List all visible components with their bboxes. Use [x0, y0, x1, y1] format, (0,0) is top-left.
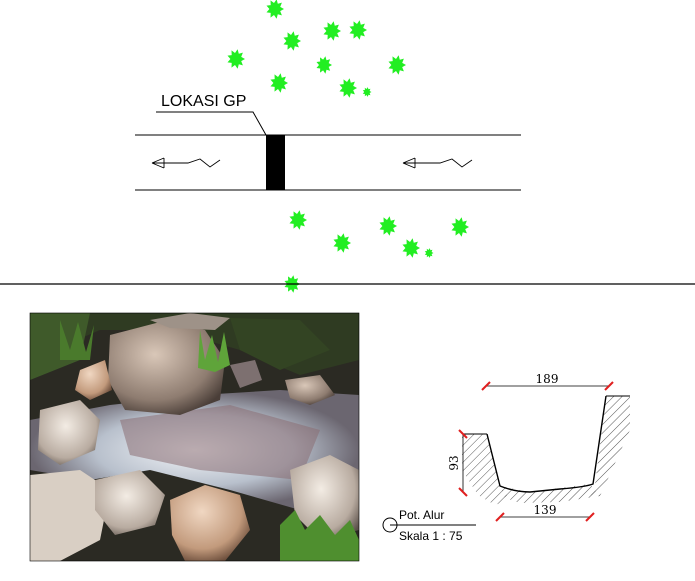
site-photo-frame [29, 312, 360, 562]
section-title-block: Pot. Alur Skala 1 : 75 [382, 508, 476, 543]
shrub-symbol [424, 248, 434, 258]
shrub-symbol [349, 20, 367, 40]
groundsill-structure [266, 135, 285, 190]
shrub-symbol [316, 56, 332, 74]
vegetation-upper [227, 0, 406, 98]
shrub-symbol [402, 238, 420, 258]
ground-hatch-right [585, 396, 630, 496]
channel-cross-section: 189 93 139 [447, 372, 630, 522]
shrub-symbol [379, 216, 397, 236]
plan-view: LOKASI GP [135, 0, 521, 293]
dim-top-width: 189 [481, 372, 614, 391]
shrub-symbol [362, 87, 372, 97]
shrub-symbol [339, 78, 357, 98]
shrub-symbol [289, 210, 307, 230]
shrub-symbol [388, 55, 406, 75]
channel-profile [486, 395, 607, 493]
location-label: LOKASI GP [161, 93, 246, 110]
ground-hatch-left [462, 434, 510, 505]
vegetation-lower [284, 210, 469, 293]
flow-arrow-right [402, 157, 473, 169]
section-scale: Skala 1 : 75 [399, 529, 463, 543]
dim-depth: 93 [447, 429, 468, 497]
dim-depth-label: 93 [447, 455, 461, 470]
dim-top-width-label: 189 [536, 372, 559, 386]
shrub-symbol [451, 217, 469, 237]
shrub-symbol [283, 31, 301, 51]
shrub-symbol [323, 21, 341, 41]
location-leader-line [156, 111, 267, 136]
site-photo [30, 313, 359, 561]
section-title: Pot. Alur [399, 508, 444, 522]
flow-arrow-left [151, 157, 221, 169]
shrub-symbol [270, 73, 288, 93]
dim-bottom-width: 139 [495, 503, 595, 522]
shrub-symbol [227, 49, 245, 69]
dim-bottom-width-label: 139 [534, 503, 557, 517]
shrub-symbol [333, 233, 351, 253]
ground-hatch-bed [500, 484, 600, 503]
shrub-symbol [266, 0, 284, 19]
